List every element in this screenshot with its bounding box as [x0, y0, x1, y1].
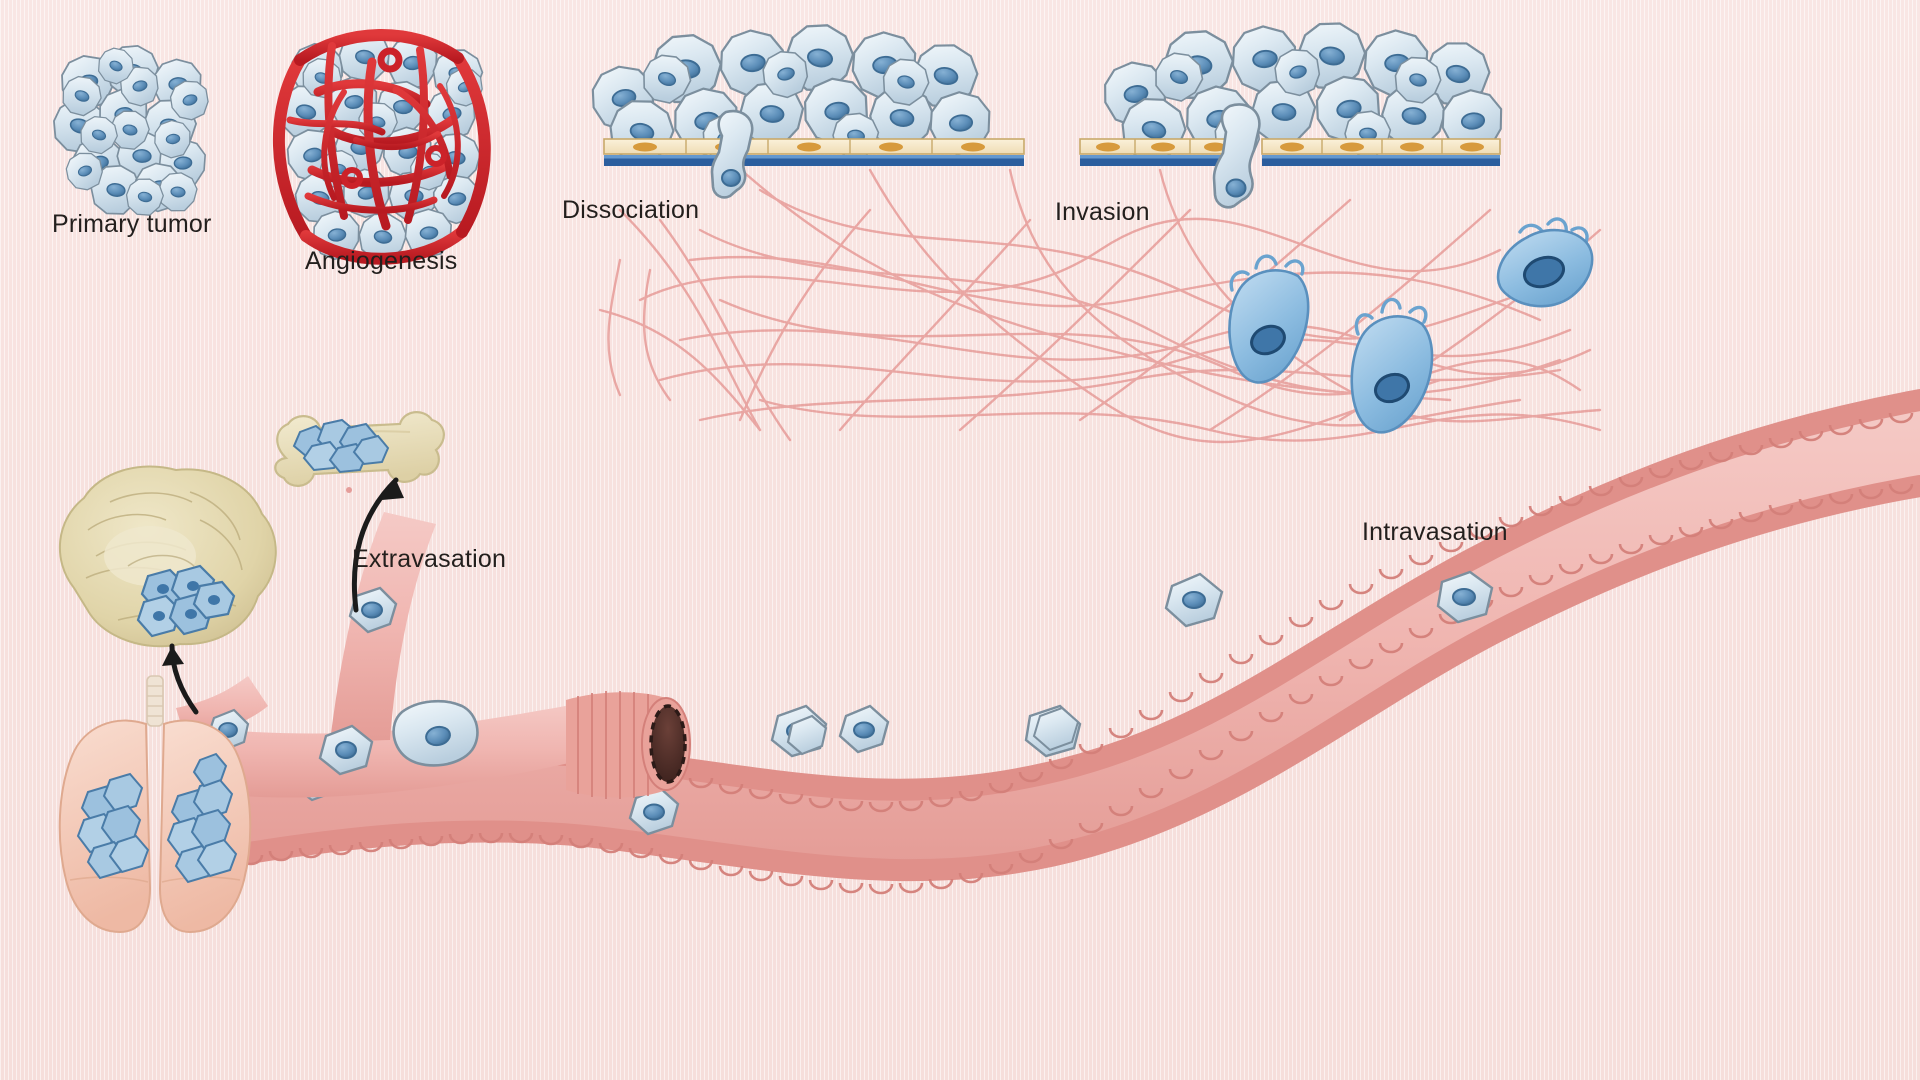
circulating-cell-1: [1436, 570, 1494, 624]
label-primary-tumor: Primary tumor: [52, 210, 212, 238]
circulating-cell-3: [1032, 706, 1080, 752]
migratory-cell-middle: [1228, 254, 1310, 384]
lung-organ: [58, 675, 252, 934]
artifact-dot: [346, 487, 352, 493]
circulating-cell-branch-up: [348, 586, 398, 634]
arrow-to-bone: [351, 477, 404, 613]
lung-metastasis-cells: [76, 752, 238, 884]
basement-membrane-breached: [1079, 138, 1501, 166]
brain-organ: [58, 465, 277, 648]
migratory-cells-group: [1228, 217, 1594, 434]
cut-vessel-end: [566, 691, 691, 799]
label-extravasation: Extravasation: [352, 545, 507, 573]
circulating-cell-e: [838, 704, 890, 754]
bone-organ: [274, 411, 445, 487]
blood-vessel: [185, 389, 1920, 895]
migratory-cell-lower: [1350, 297, 1434, 434]
invasion-panel: [1079, 15, 1507, 209]
extravasating-cell-large: [392, 699, 479, 767]
dissociating-cell: [710, 109, 754, 199]
label-intravasation: Intravasation: [1362, 518, 1508, 546]
circulating-cell-b: [786, 714, 828, 756]
bone-metastasis-cells: [292, 418, 390, 474]
extravasation-vessel: [176, 512, 691, 799]
dissociation-panel: [585, 18, 1025, 199]
label-angiogenesis: Angiogenesis: [305, 247, 458, 275]
label-dissociation: Dissociation: [562, 196, 700, 224]
endothelial-scallops: [208, 412, 1914, 895]
brain-metastasis-cells: [136, 564, 236, 638]
angiogenic-blood-vessels: [273, 29, 491, 265]
migratory-cell-right: [1496, 217, 1594, 308]
primary-tumor-cluster: [46, 41, 215, 220]
arrow-to-brain: [162, 643, 199, 715]
angiogenesis-cluster: [272, 26, 491, 266]
circulating-cell-c: [1164, 572, 1224, 628]
extravasating-cell-mid: [318, 724, 374, 776]
basement-membrane-intact: [603, 138, 1025, 166]
invading-cell: [1212, 103, 1261, 209]
label-invasion: Invasion: [1055, 198, 1150, 226]
